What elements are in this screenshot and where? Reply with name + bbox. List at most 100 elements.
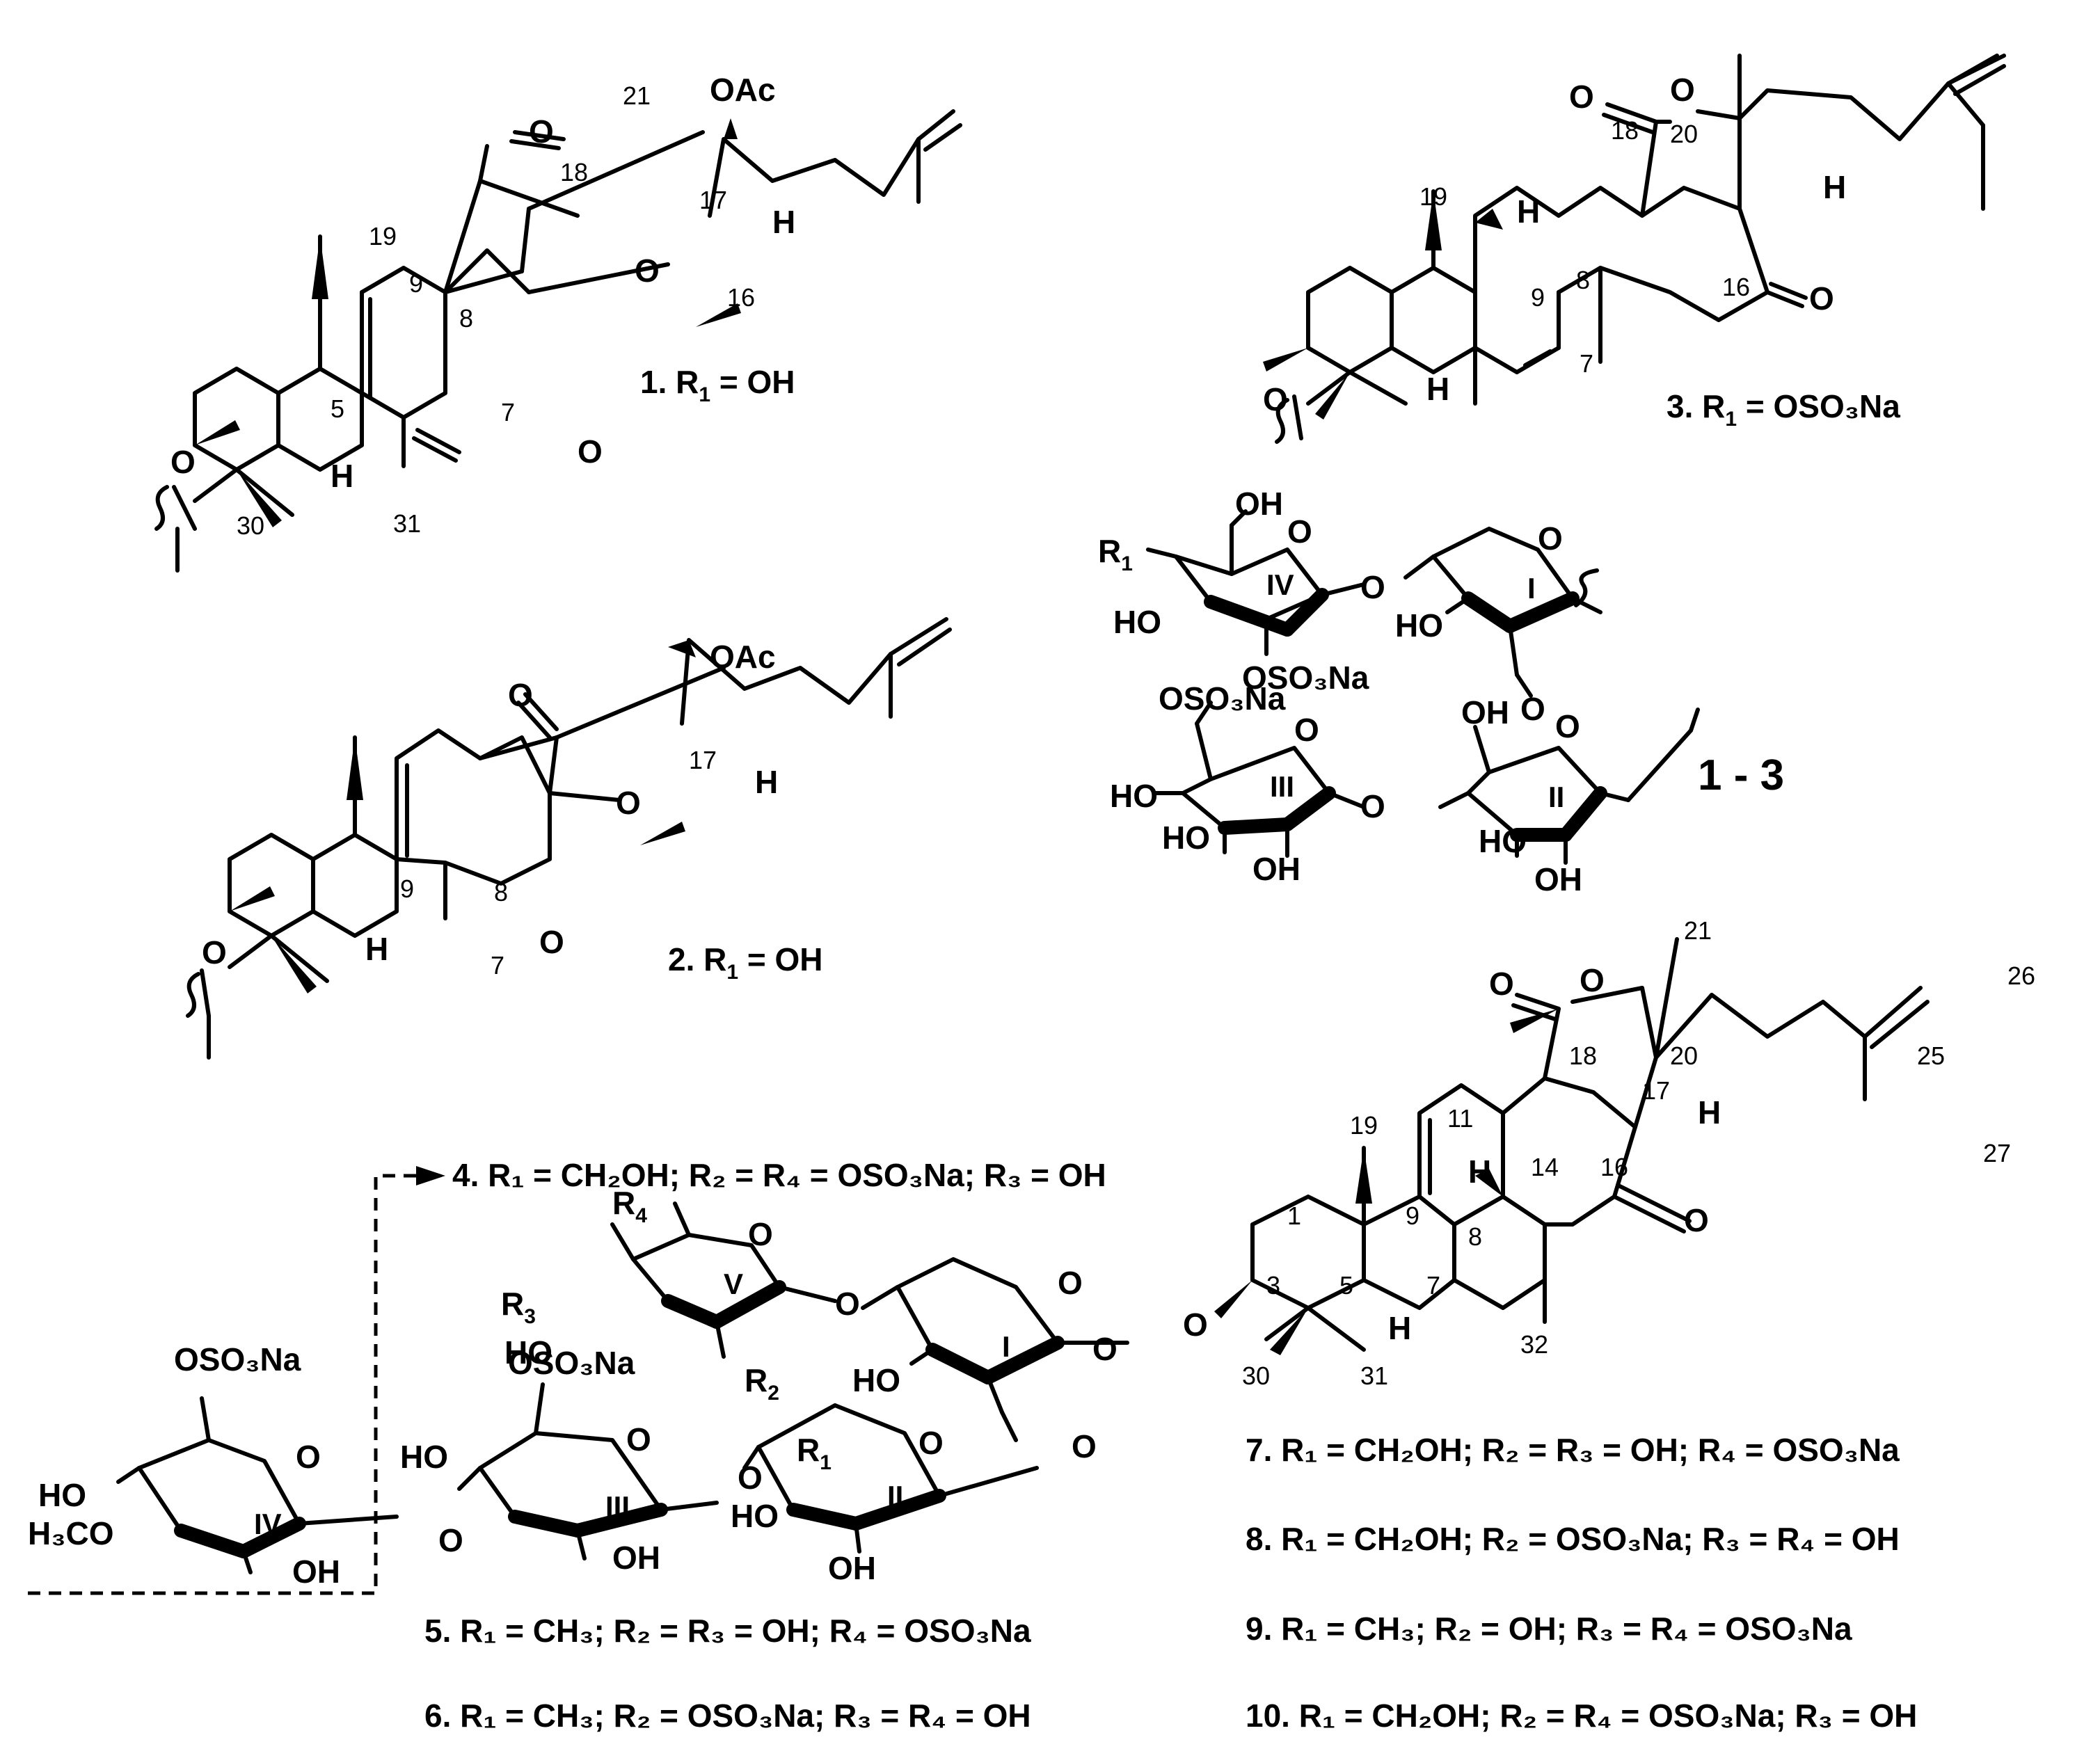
s4-c30: 30 [1242,1361,1270,1390]
sc-ring-iii-oh: OH [1252,851,1300,887]
s1-c17: 17 [699,186,727,214]
structure-3: O O H H O H O 18 20 19 9 8 16 7 3. R1 = … [1263,54,2006,444]
structure-2: OAc O O H O O H 17 9 8 7 2. R1 = OH [186,617,952,1060]
s4-c7: 7 [1426,1271,1440,1300]
s1-o3: O [170,444,196,480]
s1-c31: 31 [393,509,421,538]
sc-ring-ii-o: O [1555,708,1580,744]
sc2-ring-iv-h3co: H₃CO [28,1515,114,1551]
sc2-ring-iv-ho: HO [38,1477,86,1513]
s4-c3: 3 [1266,1271,1280,1300]
s2-h5: H [365,931,388,967]
variant-label-7: 7. R₁ = CH₂OH; R₂ = R₃ = OH; R₄ = OSO₃Na [1246,1432,1900,1468]
s3-o3: O [1263,381,1288,417]
s2-o3: O [202,934,227,971]
s1-keto-o: O [578,433,603,470]
sc2-ring-iii-ho: HO [400,1439,448,1475]
s1-c5: 5 [331,394,344,423]
structure-2-locants: 17 9 8 7 [400,746,717,980]
sc2-ring-i-numeral: I [1002,1330,1010,1363]
sc2-ring-iii-oso3na: OSO₃Na [508,1345,635,1381]
s4-o3: O [1183,1307,1208,1343]
s4-h8: H [1468,1153,1491,1190]
sc2-ring-v-ho: HO [504,1334,552,1371]
s2-c8: 8 [494,878,508,907]
sc2-ring-iii-o: O [626,1421,651,1458]
s4-c31: 31 [1360,1361,1388,1390]
s1-c19: 19 [369,222,397,250]
s1-compound-label: 1. R1 = OH [640,364,795,406]
s3-h5: H [1426,371,1449,407]
sugar-chain-4-10: R4 O R3 HO R2 O O HO O O R1 O O HO OH OS… [28,1166,1129,1595]
variant-label-9: 9. R₁ = CH₃; R₂ = OH; R₃ = R₄ = OSO₃Na [1246,1611,1852,1647]
s1-h17: H [772,204,795,240]
s2-c17: 17 [689,746,717,774]
s4-c8: 8 [1468,1222,1482,1251]
s1-c8: 8 [459,304,473,333]
sc2-ring-iv-oso3na: OSO₃Na [174,1341,301,1377]
s3-c8: 8 [1576,266,1590,294]
s4-c17: 17 [1642,1076,1670,1105]
sc2-link-v-i-o: O [835,1286,860,1322]
s3-carbonyl-o: O [1569,79,1594,115]
sc-ring-iv-o: O [1287,513,1312,550]
sc-ring-iii-oso3na: OSO₃Na [1159,680,1286,717]
s1-bridge-o: O [635,253,660,289]
s3-c20: 20 [1670,120,1698,148]
structure-4-10-atoms: O O H O H H O [1183,962,1721,1346]
sc-ring-iii-ho2: HO [1162,820,1210,856]
variant-label-6: 6. R₁ = CH₃; R₂ = OSO₃Na; R₃ = R₄ = OH [424,1698,1031,1734]
s3-h17: H [1823,169,1846,205]
sc-ring-i-numeral: I [1527,572,1536,605]
dashed-callout-line [28,1174,417,1595]
sugar-chain-1-3-numerals: IV I III II [1266,568,1564,813]
s1-c18: 18 [560,158,588,186]
variant-label-10: 10. R₁ = CH₂OH; R₂ = R₄ = OSO₃Na; R₃ = O… [1246,1698,1917,1734]
sc-ring-iv-ho: HO [1113,604,1161,640]
s4-c20: 20 [1670,1041,1698,1070]
s2-carbonyl-o: O [508,677,533,713]
s3-c7: 7 [1580,349,1593,378]
sc-ring-iv-oso3na: OSO₃Na [1242,660,1369,696]
s2-epoxide-o: O [539,924,564,960]
structure-1-locants: 21 18 17 19 9 8 16 7 5 30 31 [237,81,755,540]
structure-1-bonds [154,109,962,573]
structure-1-atoms: OAc O O H O O H [170,72,795,494]
s3-c16: 16 [1722,273,1750,301]
s4-h5: H [1388,1310,1411,1346]
sc2-link-i-ii-o: O [1072,1428,1097,1464]
structure-4-10-bonds [1250,937,1930,1352]
s2-compound-label: 2. R1 = OH [668,941,823,984]
structure-3-atoms: O O H H O H O [1263,72,1846,417]
s4-c26: 26 [2007,961,2035,990]
structure-1: OAc O O H O O H 21 18 17 19 9 8 16 7 5 3… [154,72,962,573]
s4-c25: 25 [1917,1041,1945,1070]
sc2-r2-label: R2 [745,1362,779,1405]
sugar-chain-1-3-atoms: OH O R1 HO OSO₃Na O O HO O OSO₃Na O HO H… [1098,486,1582,897]
s2-bridge-o: O [616,785,641,821]
sc2-ring-ii-numeral: II [887,1480,903,1512]
sc-ring-ii-numeral: II [1548,781,1564,813]
s4-c11: 11 [1447,1104,1473,1133]
sc-range-label: 1 - 3 [1698,751,1784,799]
sc2-ring-i-o3-link: O [1092,1331,1117,1367]
s1-oac-label: OAc [710,72,776,108]
s4-c21: 21 [1684,916,1712,945]
sc2-r1-label: R1 [797,1432,832,1474]
s1-c9: 9 [409,269,423,298]
sc-ring-iii-o: O [1294,712,1319,748]
sc-link-iv-i-o: O [1360,569,1385,605]
s1-c21: 21 [623,81,651,110]
variant-label-4: 4. R₁ = CH₂OH; R₂ = R₄ = OSO₃Na; R₃ = OH [452,1157,1106,1193]
sugar-chain-4-10-numerals: V I II III IV [254,1268,1010,1540]
sc-ring-iii-numeral: III [1270,770,1294,803]
s3-compound-label: 3. R1 = OSO₃Na [1667,388,1900,431]
sc-ring-i-ho: HO [1395,607,1443,644]
s1-c16: 16 [727,283,755,312]
sc-ring-ii-oh: OH [1534,861,1582,897]
s1-c7: 7 [501,398,515,426]
structure-2-bonds [186,617,952,1060]
s3-keto-o: O [1809,280,1834,317]
sc2-ring-ii-oh: OH [828,1550,876,1586]
s4-c5: 5 [1339,1271,1353,1300]
